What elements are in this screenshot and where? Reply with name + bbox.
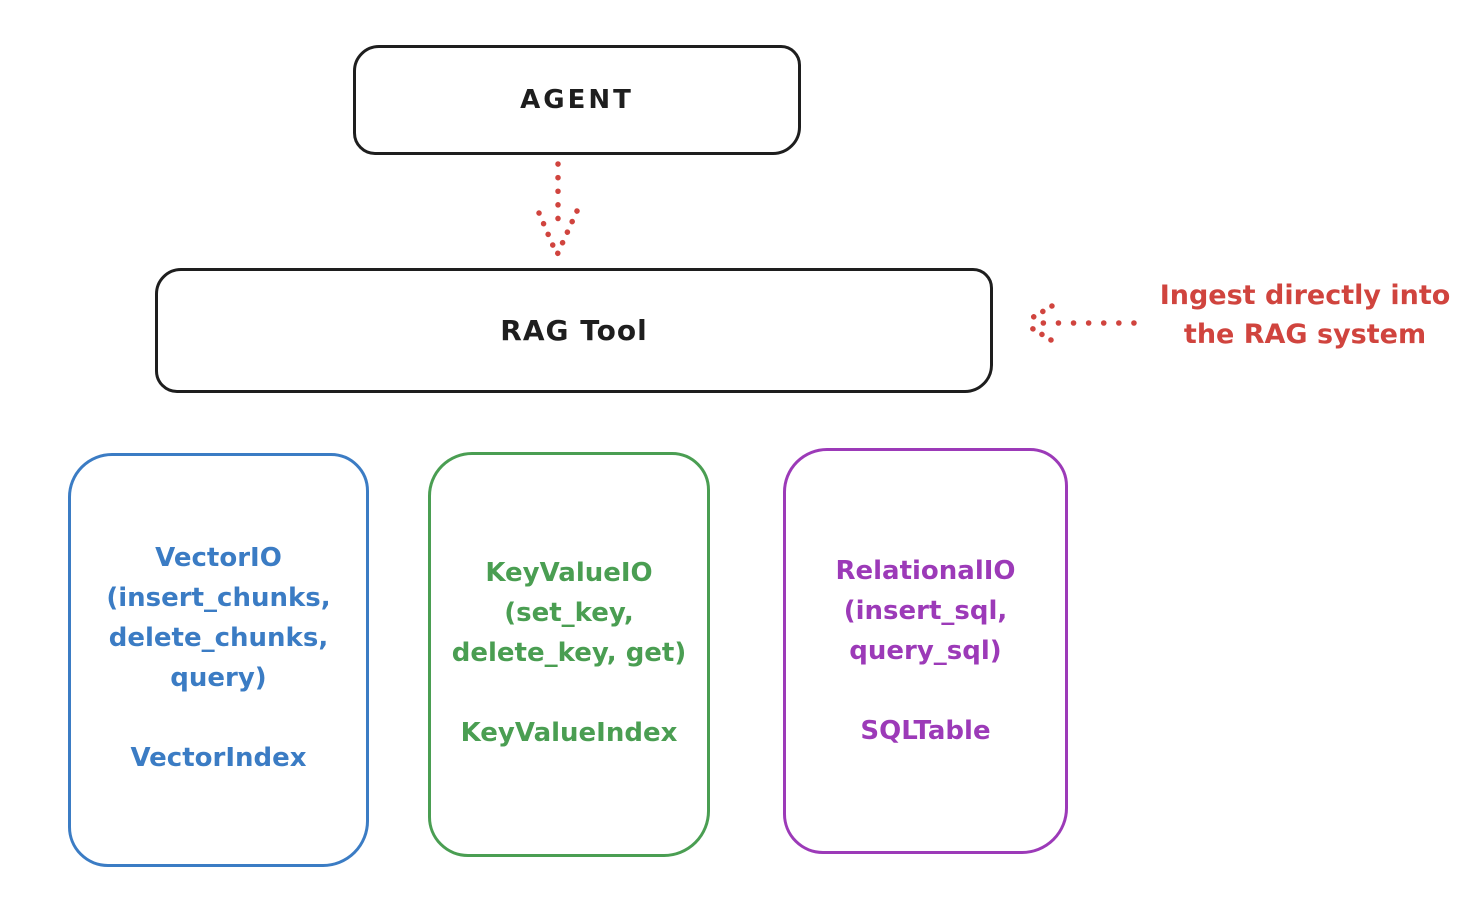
vector-io-line: (insert_chunks, (106, 583, 331, 613)
rag-tool-node[interactable]: RAG Tool (155, 268, 993, 393)
vector-io-node[interactable]: VectorIO (insert_chunks, delete_chunks, … (68, 453, 369, 867)
vector-io-line: query) (170, 663, 267, 693)
ingest-annotation-line2: the RAG system (1183, 319, 1427, 350)
keyvalue-io-line: delete_key, get) (451, 638, 687, 668)
agent-node[interactable]: AGENT (353, 45, 801, 155)
agent-to-ragtool-arrow[interactable] (527, 158, 589, 262)
relational-io-line: (insert_sql, (843, 596, 1008, 626)
ingest-annotation-line1: Ingest directly into (1159, 280, 1451, 311)
vector-io-line: delete_chunks, (108, 623, 329, 653)
ingest-annotation: Ingest directly into the RAG system (1135, 276, 1475, 354)
vector-io-line: VectorIO (155, 543, 282, 573)
relational-io-node[interactable]: RelationalIO (insert_sql, query_sql) SQL… (783, 448, 1068, 854)
rag-tool-label: RAG Tool (500, 314, 648, 347)
relational-io-line: query_sql) (849, 636, 1002, 666)
ingest-arrow[interactable] (1016, 298, 1140, 348)
keyvalue-io-line: (set_key, (504, 598, 634, 628)
relational-io-line: RelationalIO (835, 556, 1016, 586)
sqltable-label: SQLTable (860, 716, 991, 746)
vector-index-label: VectorIndex (130, 743, 307, 773)
keyvalue-io-line: KeyValueIO (485, 558, 653, 588)
keyvalue-index-label: KeyValueIndex (460, 718, 678, 748)
keyvalue-io-node[interactable]: KeyValueIO (set_key, delete_key, get) Ke… (428, 452, 710, 857)
agent-label: AGENT (520, 85, 634, 115)
